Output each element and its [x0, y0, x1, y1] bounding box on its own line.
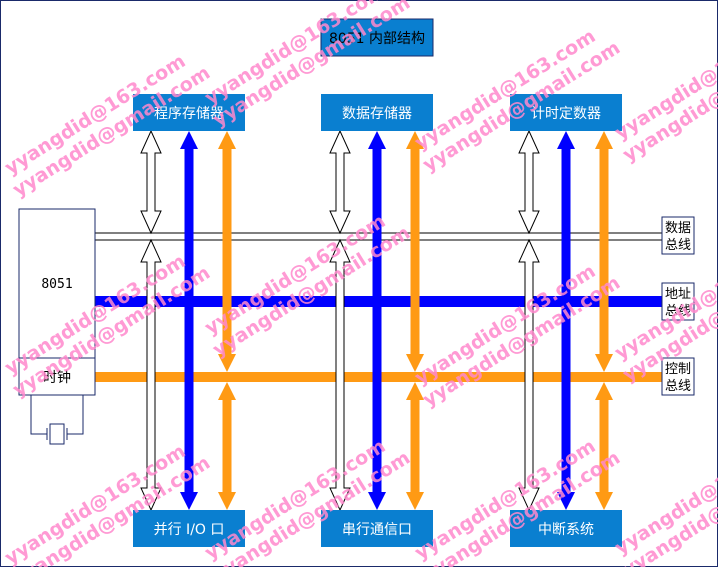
watermark-text: yyangdid@163.com [411, 25, 599, 154]
bus-connectors [140, 129, 613, 512]
address-arrow-top-right [557, 131, 575, 296]
control-arrow-bottom-left [218, 382, 236, 510]
data-memory-label: 数据存储器 [342, 106, 412, 122]
cpu-label: 8051 [41, 277, 72, 292]
watermark-text: yyangdid@gmail.com [9, 62, 214, 201]
control-arrow-bottom-right [595, 382, 613, 510]
address-arrow-bottom-left [180, 307, 198, 510]
watermark-text: yyangdid@gmail.com [419, 272, 624, 411]
address-arrow-bottom-middle [368, 307, 386, 510]
control-bus-label-line1: 控制 [665, 362, 691, 377]
watermark-text: yyangdid@gmail.com [209, 447, 414, 567]
clock-label: 时钟 [43, 369, 71, 386]
watermark-text: yyangdid@163.com [1, 440, 189, 567]
program-memory-label: 程序存储器 [154, 106, 224, 122]
data-memory-block: 数据存储器 [321, 94, 433, 131]
timer-counter-label: 计时定数器 [531, 106, 601, 122]
parallel-io-label: 并行 I/O 口 [154, 522, 225, 538]
data-bus-label-box: 数据 总线 [661, 216, 695, 255]
serial-comm-label: 串行通信口 [342, 522, 412, 538]
title-block: 8051 内部结构 [320, 18, 434, 57]
data-arrow-top-right [518, 129, 540, 235]
serial-comm-block: 串行通信口 [321, 510, 433, 547]
control-arrow-top-left [218, 131, 236, 372]
control-arrow-bottom-middle [406, 382, 424, 510]
address-bus-label-line2: 总线 [665, 304, 691, 319]
watermark-text: yyangdid@gmail.com [209, 222, 414, 361]
cpu-box: 8051 时钟 [18, 208, 96, 396]
address-arrow-bottom-right [557, 307, 575, 510]
data-arrow-top-left [140, 129, 162, 235]
address-bus-label-line1: 地址 [665, 287, 691, 302]
control-bus-label-line2: 总线 [665, 379, 691, 394]
interrupt-system-label: 中断系统 [538, 522, 594, 538]
watermark-text: yyangdid@163.com [411, 260, 599, 389]
address-bus-label-box: 地址 总线 [661, 282, 695, 321]
address-arrow-top-middle [368, 131, 386, 296]
address-bus-line [95, 296, 662, 307]
interrupt-system-block: 中断系统 [510, 510, 622, 547]
control-arrow-top-middle [406, 131, 424, 372]
control-bus-label-box: 控制 总线 [661, 357, 695, 396]
control-arrow-top-right [595, 131, 613, 372]
address-arrow-top-left [180, 131, 198, 296]
data-arrow-top-middle [329, 129, 351, 235]
title-text: 8051 内部结构 [329, 31, 425, 47]
crystal-icon [30, 395, 84, 445]
watermark-text: yyangdid@gmail.com [419, 447, 624, 567]
program-memory-block: 程序存储器 [133, 94, 245, 131]
data-bus-label-line2: 总线 [665, 238, 691, 253]
data-bus-label-line1: 数据 [665, 221, 691, 236]
parallel-io-block: 并行 I/O 口 [133, 510, 245, 547]
timer-counter-block: 计时定数器 [510, 94, 622, 131]
